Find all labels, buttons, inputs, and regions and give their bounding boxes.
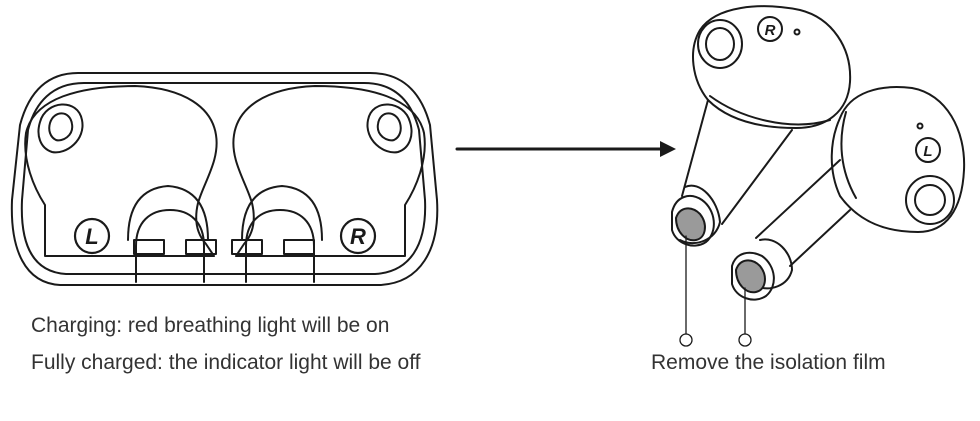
left-bud-mark: L: [923, 143, 932, 160]
right-bud-mark: R: [765, 22, 776, 39]
left-earbud-illustration: [731, 86, 966, 301]
charging-caption: Charging: red breathing light will be on: [31, 314, 390, 337]
right-bud-badge-icon: [757, 16, 783, 42]
case-inner-rim: [20, 82, 427, 275]
right-bud-contact-tip: [675, 207, 706, 242]
charging-case-illustration: [10, 72, 439, 286]
case-left-badge-icon: [73, 217, 111, 255]
left-bud-contact-tip: [735, 259, 766, 294]
film-callouts: [679, 235, 752, 347]
case-left-mark: L: [85, 224, 98, 249]
left-bud-speaker: [905, 175, 955, 225]
left-stem-slot: [127, 185, 209, 241]
right-bud-cavity: [232, 85, 426, 257]
right-bud-tip: [366, 103, 413, 154]
case-right-mark: R: [350, 224, 366, 249]
remove-film-caption: Remove the isolation film: [651, 351, 886, 374]
left-bud-cavity: [24, 85, 218, 257]
right-bud-speaker: [697, 19, 743, 69]
arrow-right-icon: [455, 141, 676, 157]
left-bud-stem: [755, 159, 851, 267]
left-bud-badge-icon: [915, 137, 941, 163]
fully-charged-caption: Fully charged: the indicator light will …: [31, 351, 421, 374]
right-stem-slot: [241, 185, 323, 241]
right-bud-stem: [681, 99, 793, 225]
case-right-badge-icon: [339, 217, 377, 255]
film-callout-marker: [738, 333, 752, 347]
case-outer-shell: [10, 72, 439, 286]
right-earbud-illustration: [671, 5, 852, 247]
film-callout-marker: [679, 333, 693, 347]
left-bud-tip: [37, 103, 84, 154]
